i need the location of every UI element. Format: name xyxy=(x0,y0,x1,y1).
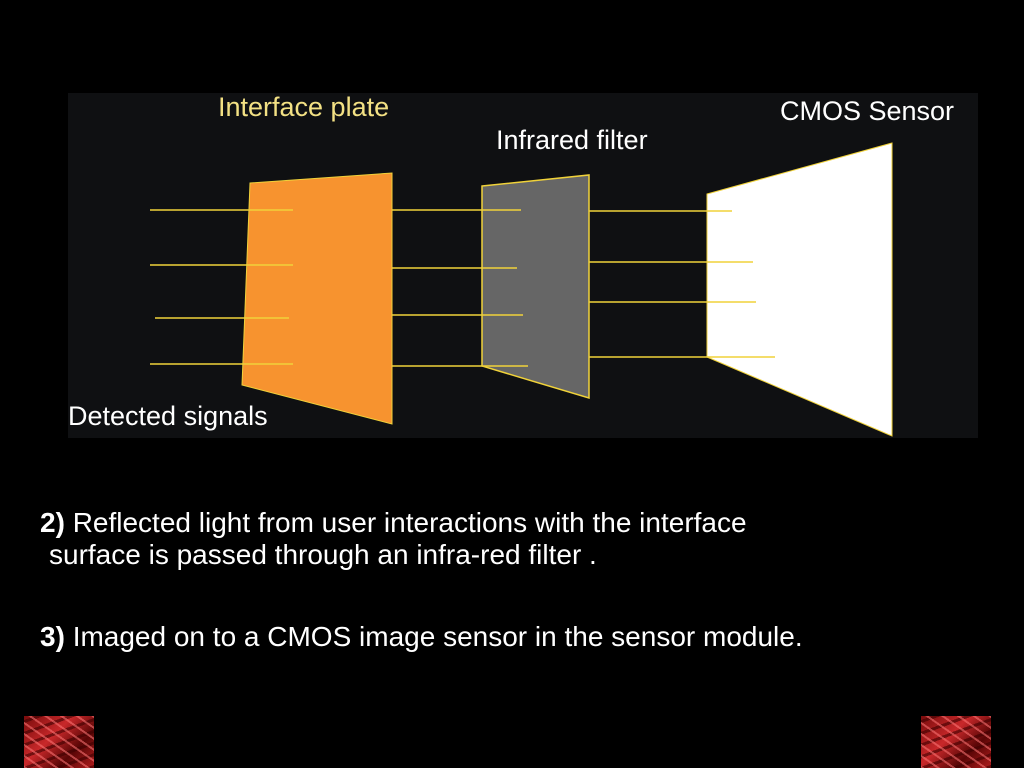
step-2-line2: surface is passed through an infra-red f… xyxy=(49,539,597,570)
cmos-sensor-shape xyxy=(706,142,893,437)
interface-plate-label: Interface plate xyxy=(218,92,390,122)
step-3-number: 3) xyxy=(40,621,65,652)
step-2-line1: Reflected light from user interactions w… xyxy=(72,507,747,538)
next-slide-button[interactable] xyxy=(921,716,991,768)
step-3-text: 3) Imaged on to a CMOS image sensor in t… xyxy=(40,621,803,653)
optical-path-diagram: Interface plate Infrared filter CMOS Sen… xyxy=(68,93,978,438)
diagram-graphic xyxy=(150,142,893,437)
step-3-line1: Imaged on to a CMOS image sensor in the … xyxy=(72,621,803,652)
step-2-number: 2) xyxy=(40,507,65,538)
signal-lines xyxy=(150,209,775,367)
infrared-filter-shape xyxy=(481,174,590,400)
cmos-sensor-label: CMOS Sensor xyxy=(780,96,955,126)
step-2-text: 2) Reflected light from user interaction… xyxy=(40,507,747,571)
infrared-filter-label: Infrared filter xyxy=(496,125,648,155)
previous-slide-button[interactable] xyxy=(24,716,94,768)
detected-signals-label: Detected signals xyxy=(68,401,268,431)
